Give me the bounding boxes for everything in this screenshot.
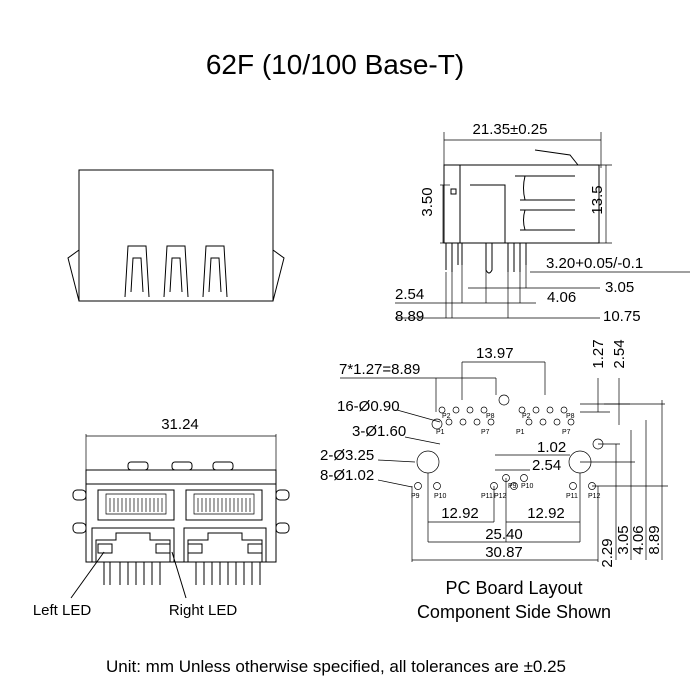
hole-16-label: 16-Ø0.90: [337, 398, 400, 415]
pin-label-p1-right: P1: [516, 429, 525, 436]
left-led-leader: [70, 551, 105, 599]
d254-label: 2.54: [532, 457, 561, 474]
pin-label-p8-left: P8: [486, 413, 495, 420]
front-lower-port-right: [183, 527, 267, 562]
side-pin-spec-label: 3.20+0.05/-0.1: [546, 255, 643, 272]
hole-3-label: 3-Ø1.60: [352, 423, 406, 440]
side-dim-889-label: 8.89: [395, 308, 424, 325]
pin-label-p2-right: P2: [522, 413, 531, 420]
hole-8-label: 8-Ø1.02: [320, 467, 374, 484]
top-view-body: [78, 169, 274, 302]
side-view: 21.35±0.25 3.50 13.5 3.20+0.05/-0.1 3.05…: [395, 121, 690, 325]
top-view-slot-2: [163, 245, 189, 298]
v889-label: 8.89: [646, 525, 663, 554]
side-view-inner-lines: [459, 165, 575, 243]
side-dim-305-label: 3.05: [605, 279, 634, 296]
v229-label: 2.29: [599, 538, 616, 567]
h1292-right-label: 12.92: [527, 505, 565, 522]
side-extension-lines: [445, 265, 527, 318]
pin-label-p9-right: P9: [508, 483, 517, 490]
side-view-body: [443, 164, 600, 244]
v406-label: 4.06: [630, 525, 647, 554]
span-label: 13.97: [476, 345, 514, 362]
top-view-slot-1: [124, 245, 150, 298]
front-view: 31.24 Left LED Right LED: [33, 416, 290, 619]
v127-label: 1.27: [590, 339, 607, 368]
front-lower-port-left: [91, 527, 175, 562]
footer-note: Unit: mm Unless otherwise specified, all…: [106, 657, 566, 676]
pin-label-p11-right: P11: [566, 493, 578, 500]
pcb-caption-line2: Component Side Shown: [417, 602, 611, 622]
pin-label-p8-right: P8: [566, 413, 575, 420]
mounting-hole-left: [416, 450, 440, 474]
left-led-indicator: [97, 543, 113, 554]
h2540-label: 25.40: [485, 526, 523, 543]
v305-label: 3.05: [615, 525, 632, 554]
side-dim-254-label: 2.54: [395, 286, 424, 303]
d102-label: 1.02: [537, 439, 566, 456]
pin-label-p10-left: P10: [434, 493, 447, 500]
side-view-shield-clip: [534, 149, 579, 166]
side-view-window: [450, 188, 457, 195]
page-title: 62F (10/100 Base-T): [206, 49, 464, 80]
hole-2-label: 2-Ø3.25: [320, 447, 374, 464]
top-view: [67, 169, 285, 302]
pin-label-p12-right: P12: [588, 493, 601, 500]
front-upper-port-right: [185, 489, 263, 521]
side-height-right-label: 13.5: [589, 185, 606, 214]
pin-label-p7-left: P7: [481, 429, 490, 436]
front-width-label: 31.24: [161, 416, 199, 433]
pcb-bottom-extension-lines: [411, 473, 599, 562]
h3087-label: 30.87: [485, 544, 523, 561]
side-view-latch: [523, 175, 526, 231]
pin-label-p1-left: P1: [436, 429, 445, 436]
side-height-left-label: 3.50: [419, 187, 436, 216]
left-led-label: Left LED: [33, 602, 92, 619]
pin-label-p11-left: P11: [481, 493, 493, 500]
pcb-right-dim-lines: [615, 400, 663, 560]
front-upper-port-left: [97, 489, 175, 521]
top-view-slot-3: [202, 245, 228, 298]
right-led-label: Right LED: [169, 602, 238, 619]
side-dim-406-label: 4.06: [547, 289, 576, 306]
pcb-layout: 7*1.27=8.89 13.97 1.27 2.54 16-Ø0.90 3-Ø…: [320, 339, 668, 622]
pin-label-p2-left: P2: [442, 413, 451, 420]
side-view-pins: [445, 243, 527, 274]
front-view-pins: [103, 562, 261, 585]
pin-label-p7-right: P7: [562, 429, 571, 436]
top-view-right-tab: [272, 249, 285, 302]
pitch-label: 7*1.27=8.89: [339, 361, 420, 378]
pcb-caption-line1: PC Board Layout: [445, 578, 582, 598]
right-led-leader: [171, 551, 187, 599]
pin-label-p12-left: P12: [494, 493, 507, 500]
h1292-left-label: 12.92: [441, 505, 479, 522]
side-width-label: 21.35±0.25: [473, 121, 548, 138]
pcb-top-extension-lines: [435, 362, 546, 412]
v254-label: 2.54: [611, 339, 628, 368]
pin-label-p9-left: P9: [411, 493, 420, 500]
top-view-left-tab: [67, 249, 80, 302]
side-dim-1075-label: 10.75: [603, 308, 641, 325]
pin-label-p10-right: P10: [521, 483, 534, 490]
